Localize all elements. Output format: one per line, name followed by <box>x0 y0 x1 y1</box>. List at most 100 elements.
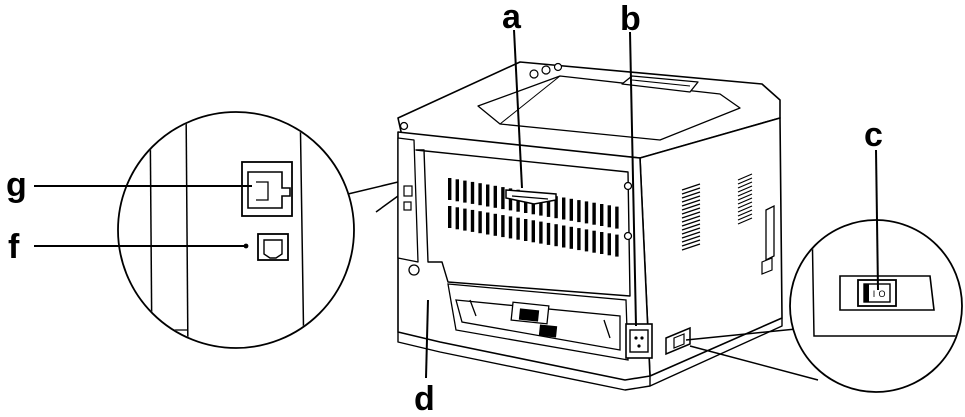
side-vent-slot <box>737 197 753 205</box>
vent-slot <box>478 183 482 206</box>
top-handle <box>621 75 699 93</box>
vent-slot <box>607 233 611 256</box>
vent-slot <box>486 212 490 235</box>
vent-slot <box>577 200 581 223</box>
vent-slot <box>493 213 497 236</box>
vent-slot <box>455 207 459 230</box>
vent-slot <box>584 201 589 224</box>
screw-right-top <box>623 181 633 191</box>
side-vent-slot <box>681 203 701 211</box>
side-vent-slot <box>737 193 753 201</box>
usb-port-icon <box>243 233 289 261</box>
callout-b: b <box>620 0 641 38</box>
ethernet-port-icon <box>241 161 293 217</box>
vent-slot <box>470 181 475 204</box>
side-vent-slot <box>681 211 701 219</box>
side-vents <box>681 173 753 251</box>
vent-slot <box>562 197 566 220</box>
vent-slot <box>463 208 467 231</box>
vent-slot <box>546 194 551 217</box>
vent-slot <box>554 224 558 247</box>
vent-slot <box>592 230 596 253</box>
vent-slot <box>516 217 520 240</box>
side-vent-slot <box>681 199 701 207</box>
vent-slot <box>569 198 573 221</box>
vent-slot <box>615 234 619 257</box>
vent-slot <box>501 187 505 210</box>
side-vent-slot <box>681 239 701 247</box>
vent-slot <box>501 215 505 238</box>
printer-body <box>397 61 783 391</box>
side-vent-slot <box>737 173 753 181</box>
side-vent-slot <box>681 223 701 231</box>
callout-c: c <box>864 116 883 154</box>
vent-slot <box>463 180 467 203</box>
switch-off-mark: O <box>878 289 885 299</box>
leader-d <box>425 299 429 379</box>
vent-slot <box>584 229 589 252</box>
rear-usb-port <box>403 201 412 211</box>
vent-slot <box>615 206 619 229</box>
interface-cover <box>397 137 419 263</box>
leader-b <box>629 31 637 327</box>
side-vent-slot <box>681 227 701 235</box>
side-slot <box>765 204 775 262</box>
side-vent-slot <box>681 183 701 191</box>
vent-slot <box>539 193 543 216</box>
vent-slot <box>554 196 558 219</box>
vent-slot <box>577 228 581 251</box>
side-vent-slot <box>737 181 753 189</box>
vent-slot <box>531 220 535 243</box>
side-vent-slot <box>681 187 701 195</box>
leader-lines <box>34 29 879 379</box>
vent-slot <box>508 216 513 239</box>
screw-lower-left <box>408 264 420 276</box>
callout-d: d <box>414 380 435 417</box>
callout-a: a <box>502 0 522 36</box>
vent-slot <box>524 219 528 241</box>
side-vent-slot <box>681 215 701 223</box>
vent-slot <box>486 184 490 207</box>
duplex-unit <box>447 283 629 361</box>
screw-top-left <box>399 121 409 131</box>
vent-slot <box>448 206 452 228</box>
leader-a <box>513 29 523 189</box>
side-vent-slot <box>737 201 753 209</box>
vent-slot <box>600 232 604 254</box>
vent-slot <box>546 222 551 245</box>
side-vent-slot <box>681 231 701 239</box>
vent-slot <box>448 178 452 200</box>
side-vent-slot <box>737 185 753 193</box>
panel-button-1 <box>529 69 539 79</box>
screw-right-bottom <box>623 231 633 241</box>
vent-slot <box>562 225 566 248</box>
power-switch-detail-zoom: I O <box>685 219 963 393</box>
vent-slot <box>478 211 482 234</box>
side-vent-slot <box>681 243 701 251</box>
power-switch-icon <box>839 275 935 311</box>
callout-f: f <box>8 228 20 266</box>
rear-ethernet-port <box>403 185 413 197</box>
side-vent-slot <box>737 217 753 225</box>
side-power-switch <box>665 326 691 356</box>
callout-g: g <box>6 166 27 204</box>
interface-detail-zoom <box>117 111 399 349</box>
side-vent-slot <box>737 205 753 213</box>
vent-slot <box>607 205 611 228</box>
panel-button-3 <box>553 62 563 72</box>
rear-cover <box>415 149 631 297</box>
rear-vents <box>448 178 619 257</box>
side-vent-slot <box>681 191 701 199</box>
vent-slot <box>600 204 604 226</box>
vent-slot <box>470 209 475 232</box>
side-vent-slot <box>681 195 701 203</box>
side-vent-slot <box>737 213 753 221</box>
side-vent-slot <box>737 209 753 217</box>
side-vent-slot <box>737 189 753 197</box>
leader-c <box>875 149 879 291</box>
side-vent-slot <box>681 207 701 215</box>
panel-button-2 <box>541 65 551 75</box>
vent-slot <box>569 226 573 249</box>
side-vent-slot <box>681 235 701 243</box>
power-socket-icon <box>625 323 653 359</box>
